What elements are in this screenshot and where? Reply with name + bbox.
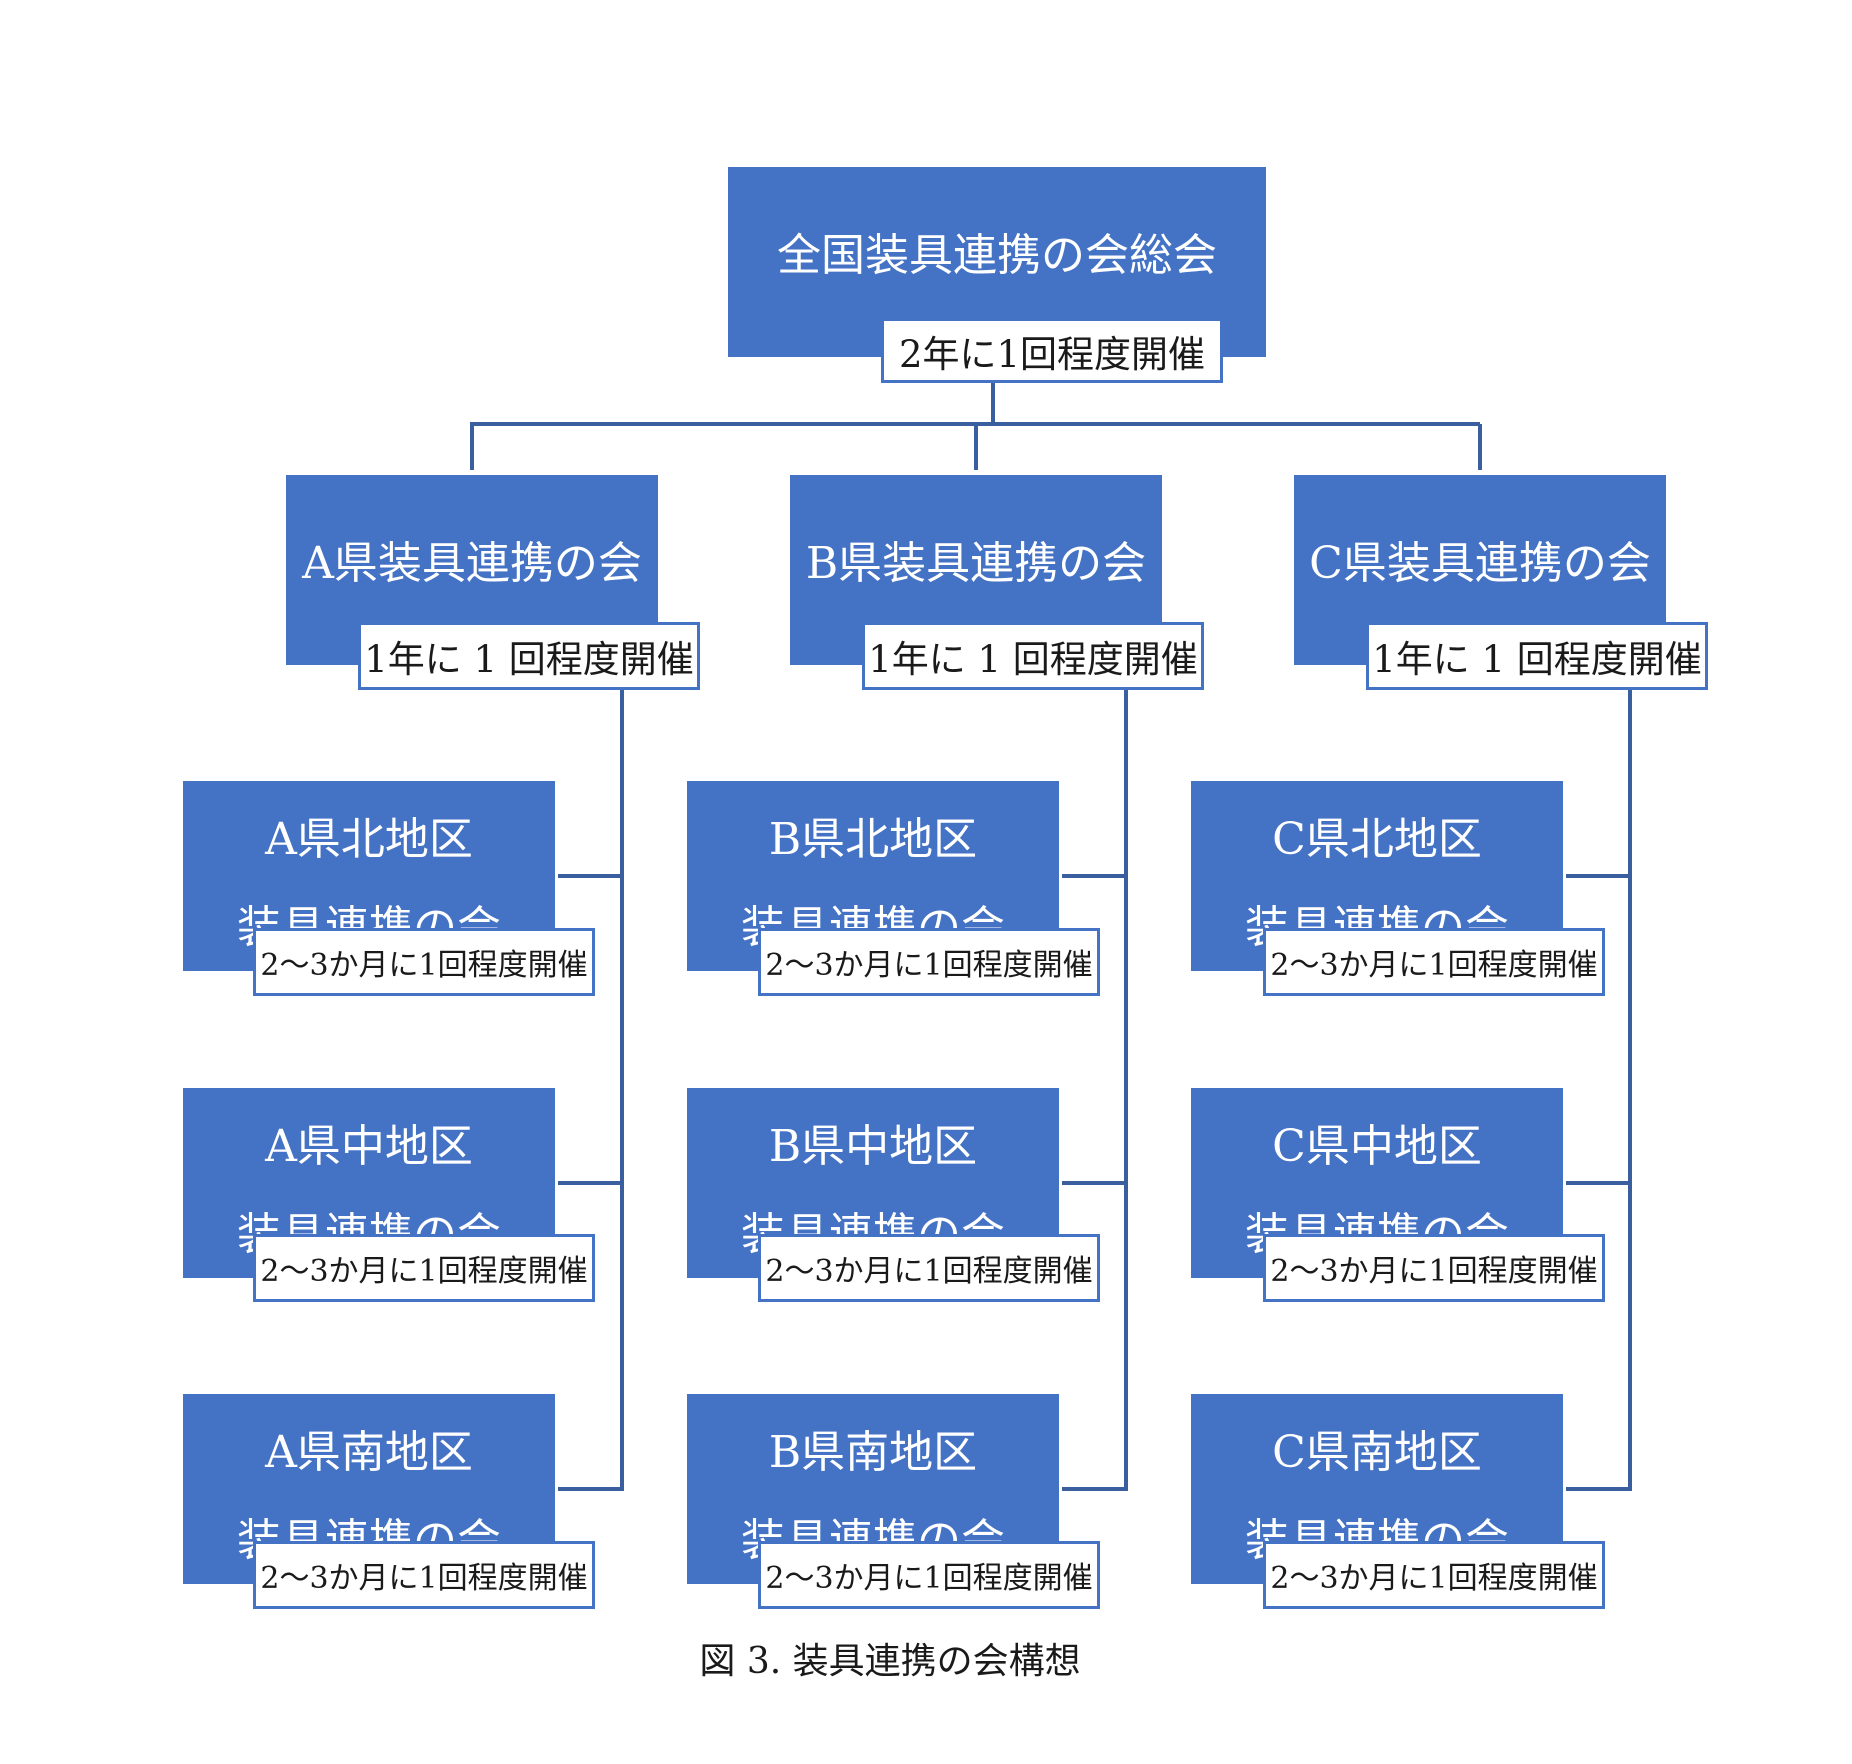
district-b-south-frequency-tag: 2～3か月に1回程度開催 bbox=[758, 1541, 1100, 1609]
district-name: A県北地区 bbox=[265, 814, 473, 865]
district-a-central-frequency-tag: 2～3か月に1回程度開催 bbox=[253, 1234, 595, 1302]
district-name: C県中地区 bbox=[1272, 1121, 1482, 1172]
district-name: C県北地区 bbox=[1272, 814, 1482, 865]
district-b-central-frequency-tag: 2～3か月に1回程度開催 bbox=[758, 1234, 1100, 1302]
prefecture-a-title: A県装具連携の会 bbox=[302, 538, 642, 589]
district-c-north-frequency-tag: 2～3か月に1回程度開催 bbox=[1263, 928, 1605, 996]
district-name: B県北地区 bbox=[768, 814, 978, 865]
district-name: B県中地区 bbox=[768, 1121, 978, 1172]
prefecture-b-frequency-tag: 1年に 1 回程度開催 bbox=[862, 622, 1204, 690]
prefecture-c-title: C県装具連携の会 bbox=[1309, 538, 1651, 589]
national-general-assembly-title: 全国装具連携の会総会 bbox=[777, 230, 1217, 281]
prefecture-a-frequency-tag: 1年に 1 回程度開催 bbox=[358, 622, 700, 690]
district-c-south-frequency-tag: 2～3か月に1回程度開催 bbox=[1263, 1541, 1605, 1609]
district-name: A県南地区 bbox=[265, 1427, 473, 1478]
district-a-south-frequency-tag: 2～3か月に1回程度開催 bbox=[253, 1541, 595, 1609]
district-name: A県中地区 bbox=[265, 1121, 473, 1172]
figure-caption: 図 3. 装具連携の会構想 bbox=[699, 1641, 1081, 1682]
prefecture-b-title: B県装具連携の会 bbox=[805, 538, 1147, 589]
prefecture-c-frequency-tag: 1年に 1 回程度開催 bbox=[1366, 622, 1708, 690]
district-a-north-frequency-tag: 2～3か月に1回程度開催 bbox=[253, 928, 595, 996]
district-name: C県南地区 bbox=[1272, 1427, 1482, 1478]
national-frequency-tag: 2年に1回程度開催 bbox=[881, 318, 1223, 383]
district-c-central-frequency-tag: 2～3か月に1回程度開催 bbox=[1263, 1234, 1605, 1302]
district-name: B県南地区 bbox=[768, 1427, 978, 1478]
district-b-north-frequency-tag: 2～3か月に1回程度開催 bbox=[758, 928, 1100, 996]
